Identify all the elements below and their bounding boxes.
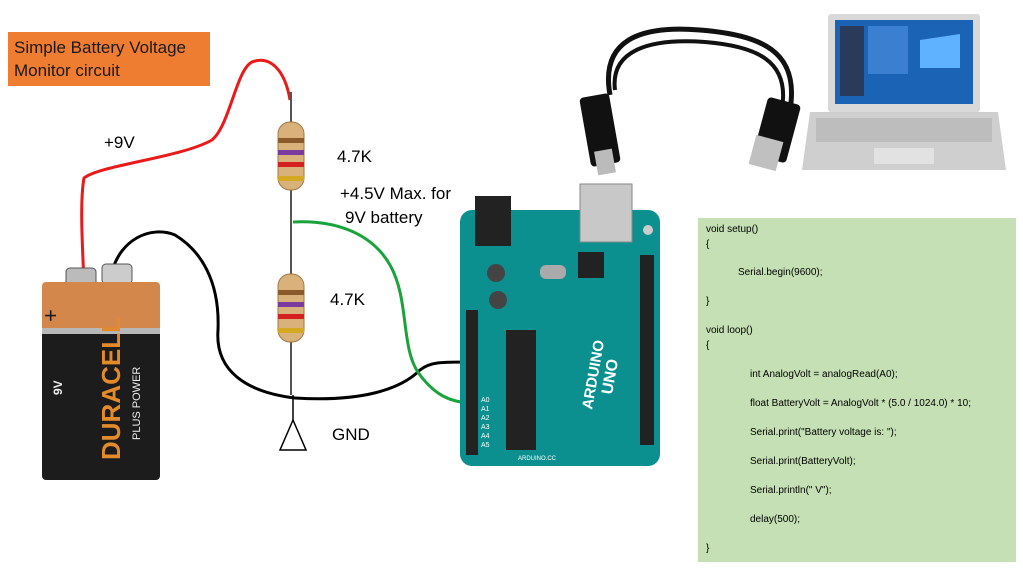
title-line-1: Simple Battery Voltage [14, 38, 186, 57]
arduino-pin-a0: A0 [481, 397, 490, 404]
label-plus-9v: +9V [104, 133, 135, 152]
arduino-pin-a3: A3 [481, 424, 490, 431]
label-gnd: GND [332, 425, 370, 444]
battery-brand: DURACELL [96, 317, 126, 460]
arduino-pin-a2: A2 [481, 415, 490, 422]
code-line: float BatteryVolt = AnalogVolt * (5.0 / … [750, 398, 971, 409]
code-line: Serial.begin(9600); [738, 267, 823, 278]
label-resistor-2: 4.7K [330, 290, 365, 309]
ground-symbol-icon [278, 395, 308, 451]
code-line: Serial.print("Battery voltage is: "); [750, 427, 897, 438]
ground-wire [110, 230, 471, 401]
code-line: Serial.println(" V"); [750, 485, 832, 496]
svg-text:+: + [38, 309, 63, 322]
positive-wire [80, 58, 292, 283]
label-mid-voltage-1: +4.5V Max. for [340, 184, 452, 203]
label-mid-voltage-2: 9V battery [345, 208, 423, 227]
usb-cable [579, 26, 801, 176]
battery-voltage: 9V [51, 380, 65, 395]
code-line: void setup() [706, 224, 759, 235]
title-line-2: Monitor circuit [14, 61, 120, 80]
code-line: int AnalogVolt = analogRead(A0); [750, 369, 898, 380]
code-line: } [706, 543, 710, 554]
laptop-icon [802, 14, 1006, 170]
code-line: { [706, 239, 710, 250]
label-resistor-1: 4.7K [337, 147, 372, 166]
code-line: Serial.print(BatteryVolt); [750, 456, 856, 467]
resistor-1 [277, 121, 305, 191]
battery-9v: + [38, 263, 160, 480]
title-box: Simple Battery Voltage Monitor circuit [8, 32, 210, 86]
arduino-pin-a5: A5 [481, 442, 490, 449]
code-line: { [706, 340, 710, 351]
arduino-pin-a4: A4 [481, 433, 490, 440]
resistor-2 [277, 273, 305, 343]
code-line: } [706, 296, 710, 307]
arduino-pin-a1: A1 [481, 406, 490, 413]
code-line: delay(500); [750, 514, 801, 525]
battery-sub: PLUS POWER [131, 367, 143, 440]
arduino-board [460, 183, 660, 466]
arduino-site: ARDUINO.CC [518, 456, 557, 462]
arduino-model: UNO [599, 358, 622, 396]
signal-wire [292, 220, 471, 405]
code-box: void setup() { Serial.begin(9600); } voi… [698, 218, 1016, 562]
code-line: void loop() [706, 325, 753, 336]
